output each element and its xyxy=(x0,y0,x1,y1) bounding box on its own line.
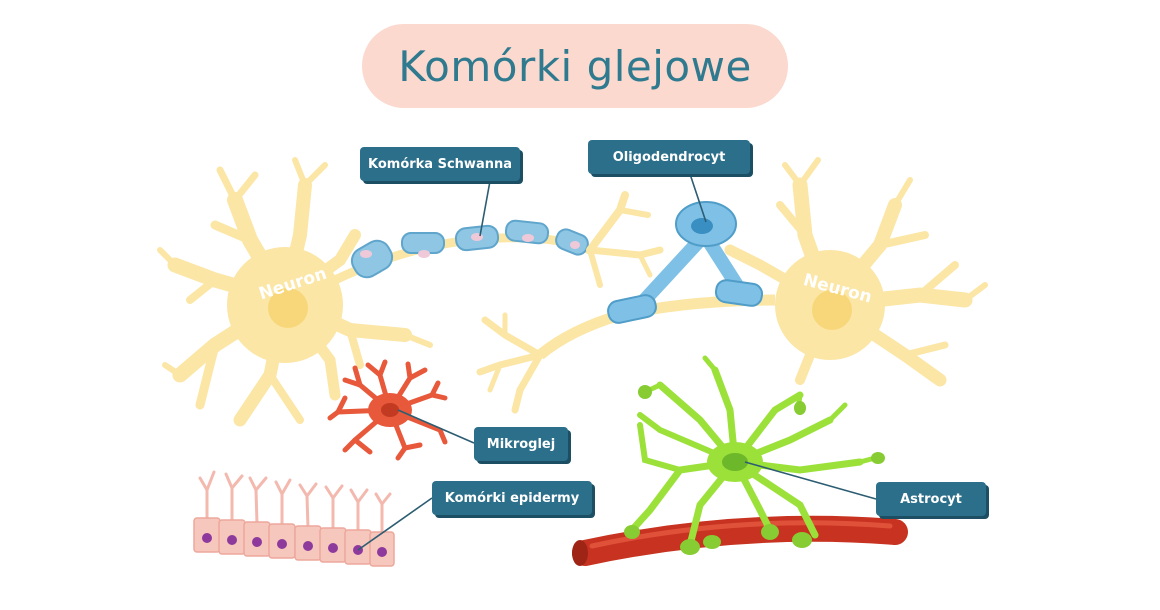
astrocyte-nucleus xyxy=(722,453,748,471)
schwann-cells xyxy=(350,219,589,279)
label-schwann-cell: Komórka Schwanna xyxy=(360,147,520,181)
axon-right xyxy=(536,294,776,360)
oligodendrocyte xyxy=(607,201,764,324)
axon-right-terminals xyxy=(476,312,544,414)
title-banner: Komórki glejowe xyxy=(362,24,788,108)
label-astrocyte: Astrocyt xyxy=(876,482,986,516)
neuron-right-nucleus xyxy=(812,290,852,330)
microglia-nucleus xyxy=(381,403,399,417)
epidermis-cells xyxy=(193,470,395,567)
page-title: Komórki glejowe xyxy=(398,41,752,91)
neuron-middle-dendrites xyxy=(586,191,664,288)
label-microglia: Mikroglej xyxy=(474,427,568,461)
neuron-left-nucleus xyxy=(268,288,308,328)
astrocyte-endfeet xyxy=(624,385,885,555)
label-oligodendrocyte: Oligodendrocyt xyxy=(588,140,750,174)
leader-lines xyxy=(357,173,877,551)
label-epidermis: Komórki epidermy xyxy=(432,481,592,515)
blood-vessel xyxy=(572,515,908,566)
